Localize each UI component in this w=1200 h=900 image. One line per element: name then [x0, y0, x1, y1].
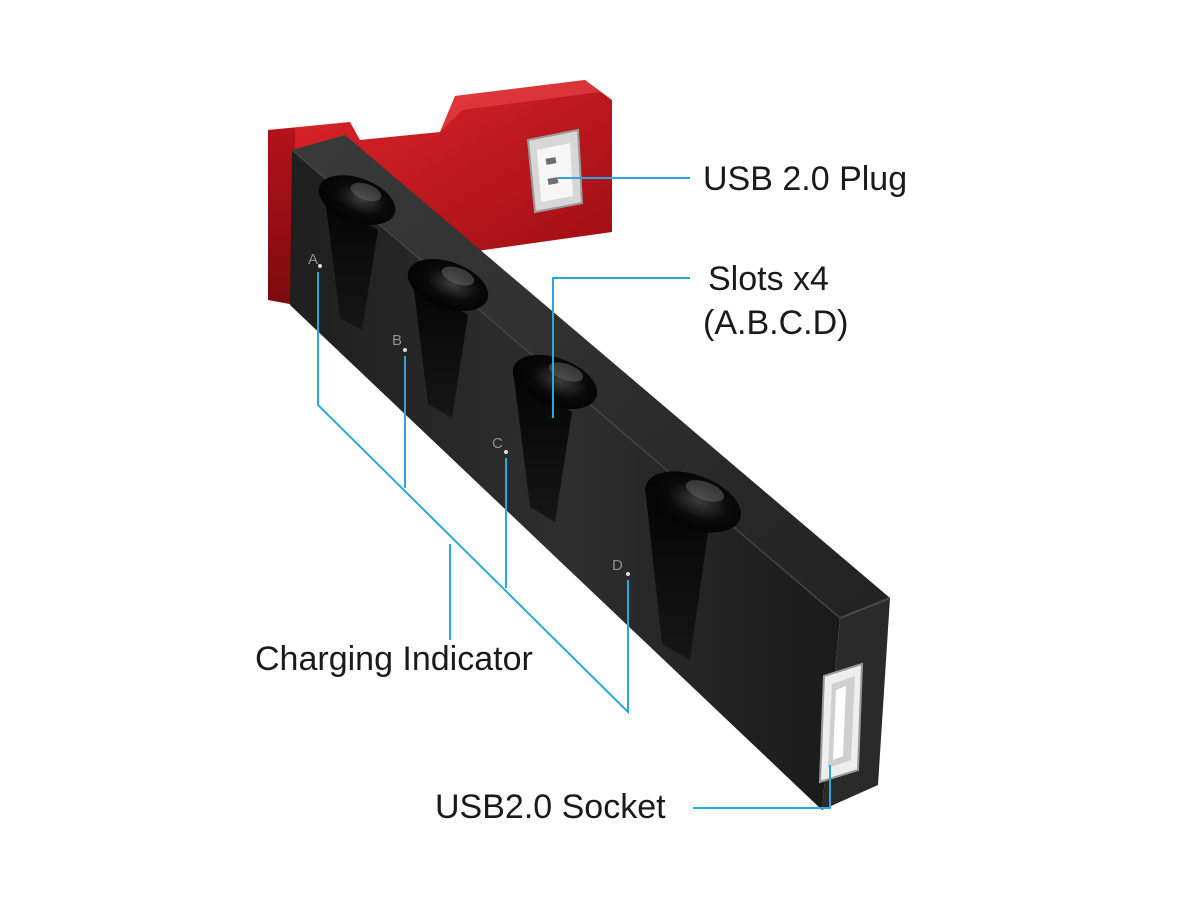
slots-label-line2: (A.B.C.D) [703, 304, 849, 342]
slot-c [512, 354, 598, 522]
slot-letter-a: A [308, 251, 318, 268]
slot-letter-c: C [492, 435, 503, 452]
usb-plug-icon [526, 128, 584, 214]
usb-plug-label: USB 2.0 Plug [703, 160, 908, 198]
slot-letter-d: D [612, 557, 623, 574]
slots-label-line1: Slots x4 [708, 260, 829, 298]
charging-indicator-leds [318, 264, 630, 576]
slot-letter-b: B [392, 332, 402, 349]
slot-b [407, 259, 489, 418]
dock-top-face [292, 135, 890, 618]
slot-a [318, 175, 396, 330]
leader-lines [317, 177, 831, 809]
slot-d [645, 471, 741, 660]
usb-socket-icon [818, 662, 864, 784]
charging-indicator-label: Charging Indicator [255, 640, 533, 678]
usb-socket-label: USB2.0 Socket [435, 788, 666, 826]
